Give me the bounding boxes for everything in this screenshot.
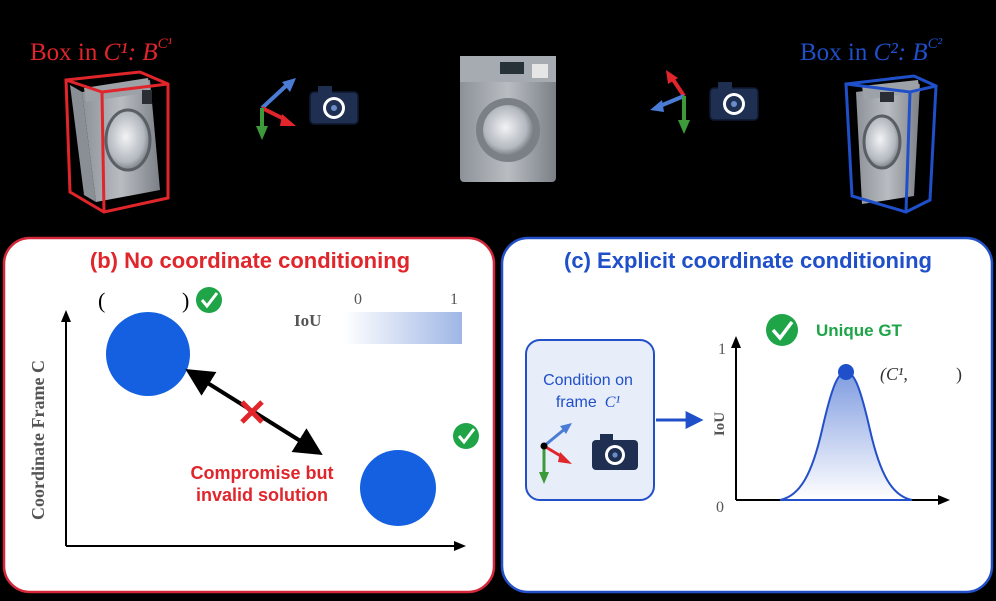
iou-tick-top: 1 <box>718 341 726 358</box>
compromise-text-1: Compromise but <box>190 463 333 483</box>
condition-camera-axes <box>539 423 572 484</box>
solution-blob-bottom <box>360 450 436 526</box>
camera-icon-left <box>309 86 359 125</box>
check-icon-bottom <box>453 423 479 449</box>
panel-b-top-label-open: ( <box>98 288 105 313</box>
left-box-title: Box in C¹: BC¹ <box>30 36 173 66</box>
peak-label: (C¹, <box>880 364 908 385</box>
panel-b-y-axis-label: Coordinate Frame C <box>28 360 48 520</box>
colorbar-label: IoU <box>294 311 321 330</box>
solution-blob-top <box>106 312 190 396</box>
camera-axes-right <box>650 70 690 134</box>
colorbar-max: 1 <box>450 291 458 308</box>
panel-b-top-label-close: ) <box>182 288 189 313</box>
iou-tick-bottom: 0 <box>716 499 724 516</box>
colorbar <box>344 312 462 344</box>
iou-axis-label: IoU <box>712 412 728 436</box>
panel-b-title: (b) No coordinate conditioning <box>90 248 410 273</box>
condition-camera-icon <box>592 434 638 470</box>
peak-label-close: ) <box>956 364 962 385</box>
washer-center-image <box>460 56 556 182</box>
condition-text-1: Condition on <box>543 372 633 389</box>
camera-icon-right <box>709 82 759 121</box>
blue-bounding-box <box>844 74 938 214</box>
red-bounding-box <box>64 70 170 214</box>
washer-left-image <box>70 78 160 202</box>
unique-gt-label: Unique GT <box>816 321 903 340</box>
right-box-title: Box in C²: BC² <box>800 36 943 66</box>
panel-b-axes <box>61 310 466 551</box>
compromise-text-2: invalid solution <box>196 485 328 505</box>
peak-marker <box>838 364 854 380</box>
check-icon-unique <box>766 314 798 346</box>
check-icon-top <box>196 287 222 313</box>
colorbar-min: 0 <box>354 291 362 308</box>
panel-c-title: (c) Explicit coordinate conditioning <box>564 248 932 273</box>
panel-c-frame <box>500 236 994 594</box>
camera-axes-left <box>256 78 296 140</box>
cross-icon <box>240 400 264 424</box>
